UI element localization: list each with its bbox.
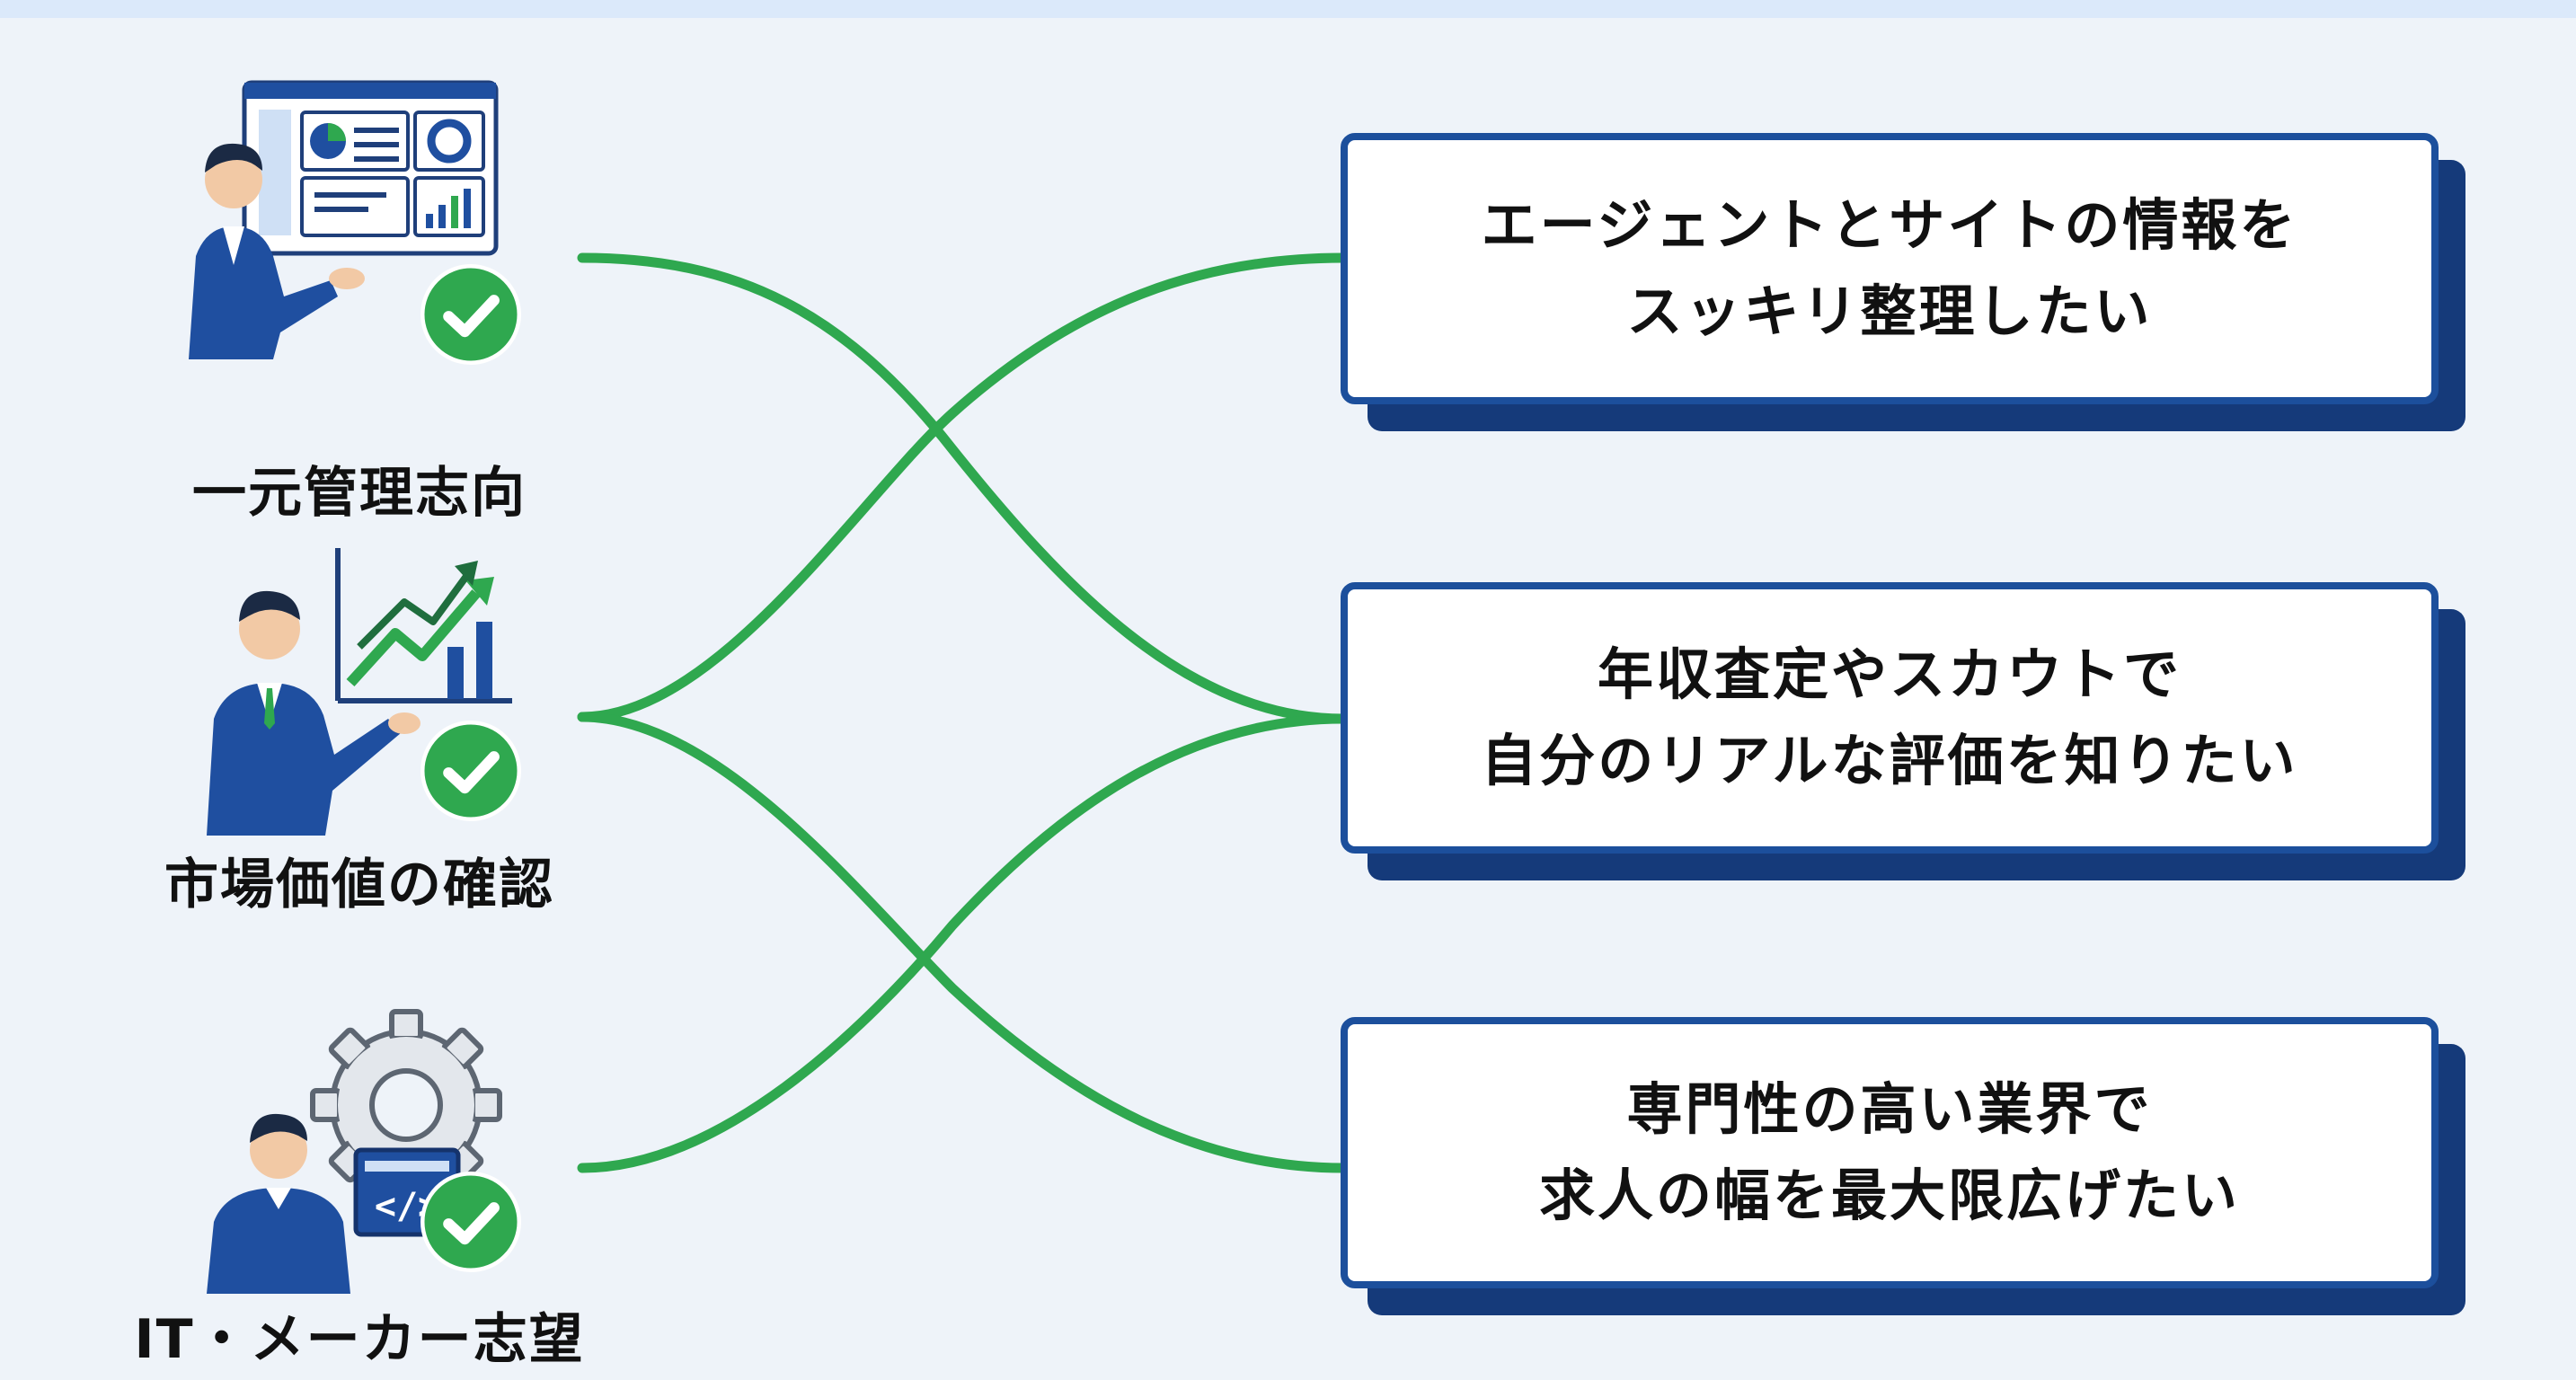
persona-label: IT・メーカー志望 [134,1308,585,1371]
need-text-line: 専門性の高い業界で [1626,1076,2153,1142]
growth-chart-person-icon [207,548,512,836]
need-text-line: 求人の幅を最大限広げたい [1538,1163,2240,1228]
connector-market-to-need-1 [577,252,1349,722]
check-icon [420,721,521,821]
check-icon [420,1172,521,1272]
persona-label: 市場価値の確認 [164,854,554,916]
persona-label: 一元管理志向 [192,462,527,525]
need-text-line: 年収査定やスカウトで [1597,641,2182,707]
connector-unified-to-need-1 [577,252,1349,724]
connector-it-to-need-2 [577,713,1349,1173]
need-text-line: エージェントとサイトの情報を [1481,192,2298,258]
persona-market: 市場価値の確認 [164,539,683,934]
connector-market-to-need-3 [577,712,1349,1173]
dashboard-person-icon [189,80,499,359]
need-card-1: エージェントとサイトの情報を スッキリ整理したい [1341,133,2439,404]
persona-unified: 一元管理志向 [180,72,683,525]
gear-code-person-icon: </> [207,1009,502,1294]
top-band [0,0,2576,18]
check-icon [420,264,521,365]
need-text-line: スッキリ整理したい [1626,279,2153,344]
need-card-3: 専門性の高い業界で 求人の幅を最大限広げたい [1341,1017,2439,1288]
need-card-2: 年収査定やスカウトで 自分のリアルな評価を知りたい [1341,582,2439,854]
need-text-line: 自分のリアルな評価を知りたい [1481,728,2298,793]
persona-it: </> IT・メーカー志望 [134,997,683,1375]
